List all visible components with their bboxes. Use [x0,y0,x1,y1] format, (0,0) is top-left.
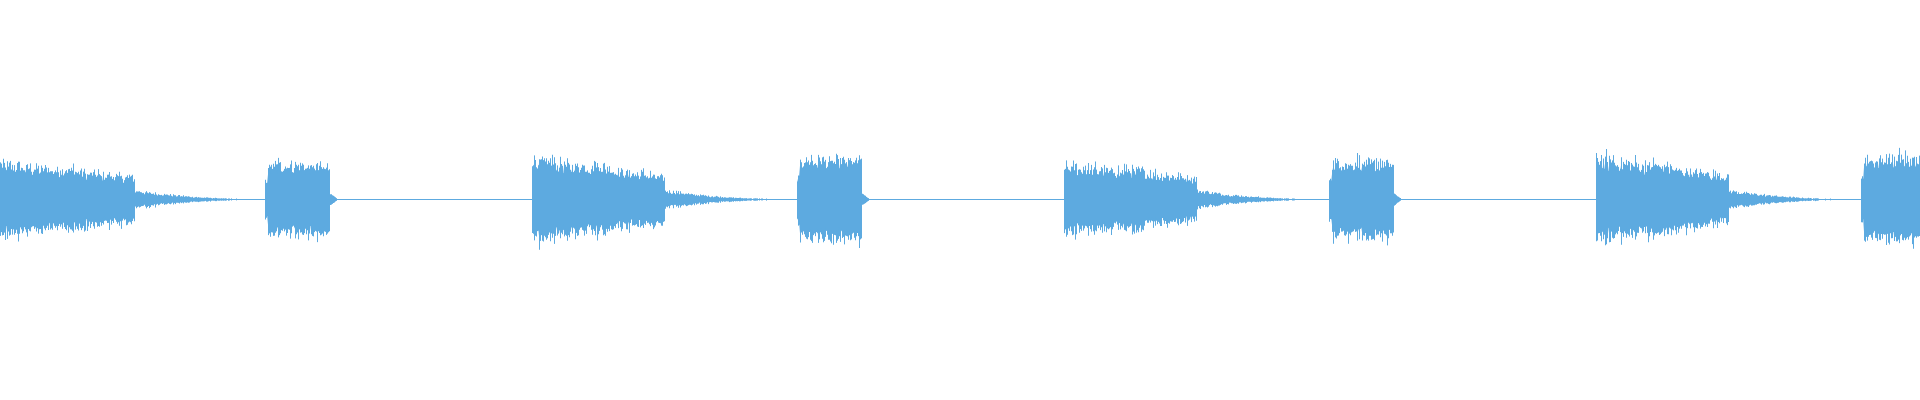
waveform-hit-2-1 [532,163,664,236]
waveform-hit-1-1 [0,167,134,232]
waveform-hit-2-2 [797,163,861,236]
waveform-hit-3-2 [1329,166,1393,233]
waveform-hit-1-2 [265,168,329,231]
waveform-hit-4-1 [1596,162,1728,237]
waveform-trace [0,147,1920,250]
waveform-hit-4-2 [1861,163,1919,236]
waveform-hit-3-1 [1064,168,1196,231]
